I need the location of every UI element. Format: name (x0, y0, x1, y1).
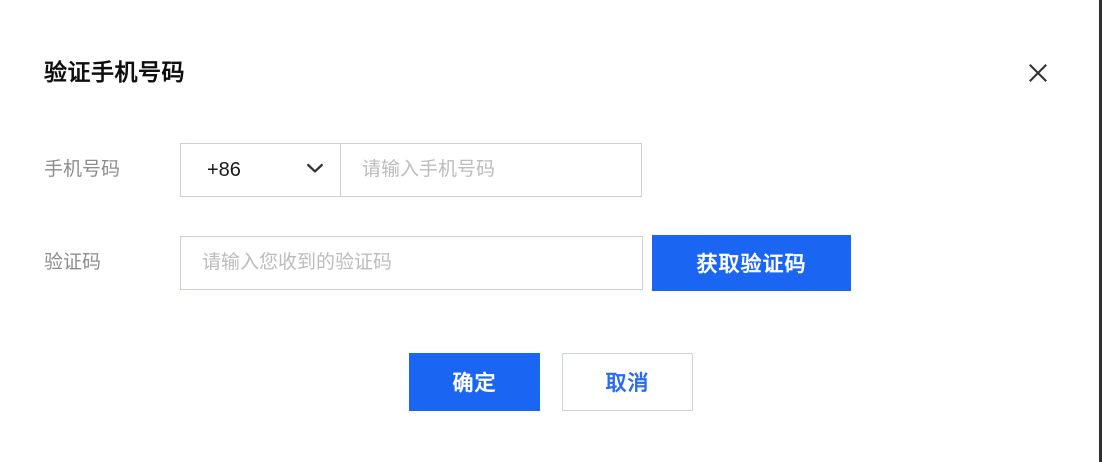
close-icon (1027, 62, 1049, 84)
close-button[interactable] (1023, 58, 1053, 88)
phone-number-label: 手机号码 (44, 159, 121, 180)
phone-input-group: +86 (180, 143, 642, 197)
country-code-value: +86 (207, 158, 241, 181)
chevron-down-icon (306, 161, 324, 179)
verification-code-row: 验证码 获取验证码 (44, 235, 851, 291)
phone-number-row: 手机号码 +86 (44, 143, 642, 197)
get-verification-code-button[interactable]: 获取验证码 (652, 235, 851, 291)
dialog-actions: 确定 取消 (409, 353, 693, 411)
phone-number-input[interactable] (341, 144, 641, 196)
dialog-header: 验证手机号码 (0, 0, 1102, 118)
country-code-select[interactable]: +86 (181, 144, 341, 196)
cancel-button[interactable]: 取消 (562, 353, 693, 411)
dialog-title: 验证手机号码 (44, 59, 185, 85)
verification-code-label: 验证码 (44, 252, 102, 273)
confirm-button[interactable]: 确定 (409, 353, 540, 411)
verification-code-input[interactable] (180, 236, 643, 290)
